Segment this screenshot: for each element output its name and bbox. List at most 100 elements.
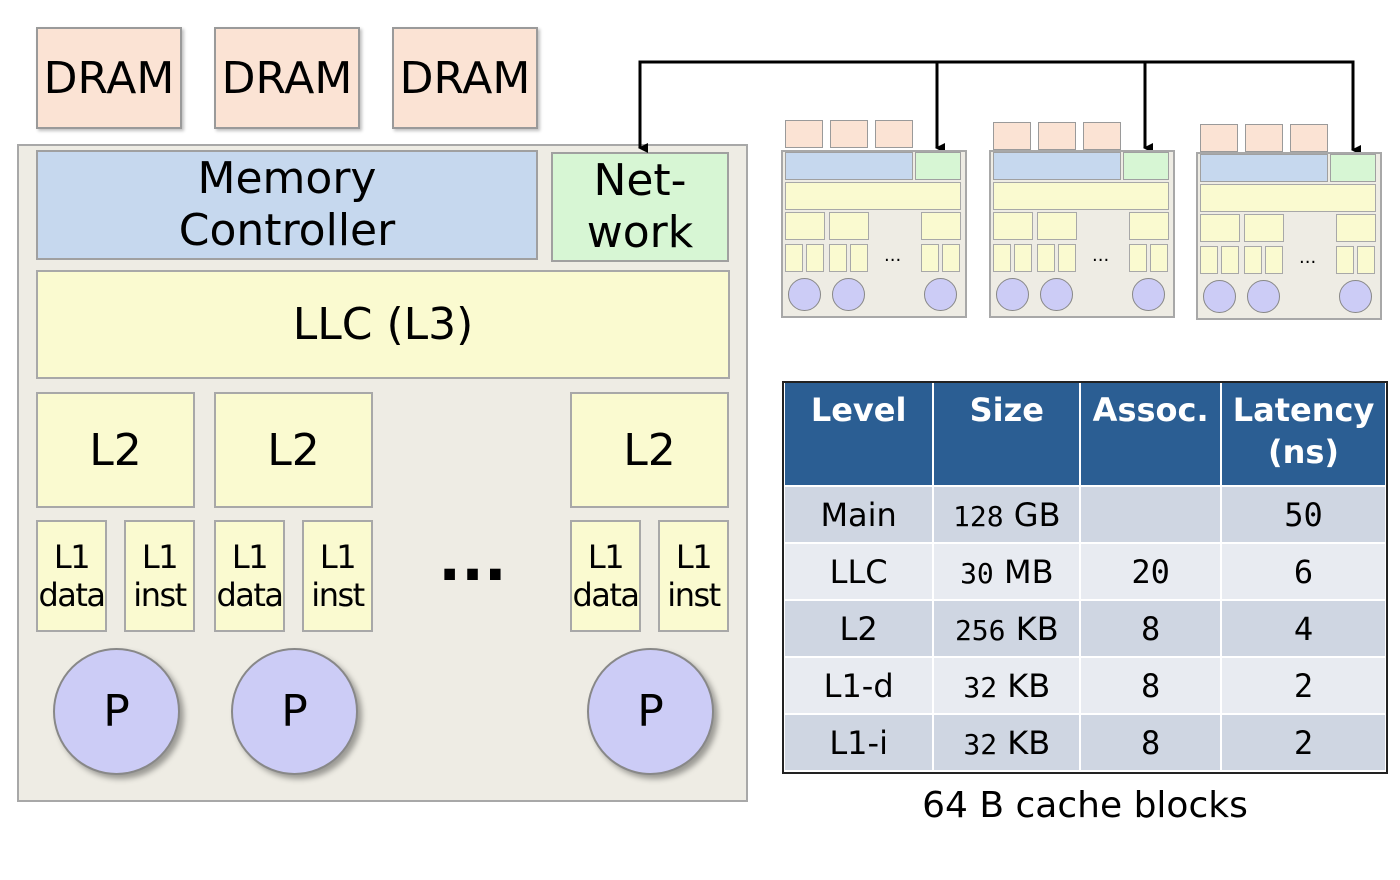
header-assoc: Assoc. [1079,381,1222,487]
mini-ellipsis: ... [1092,245,1110,266]
l2-cache-2: L2 [214,392,373,508]
table-row: Main 128 GB 50 [782,485,1387,544]
l1-label: L1 [675,538,713,576]
cell-level: L2 [782,599,935,658]
cell-assoc: 8 [1079,656,1222,715]
l1-label: L1 [231,538,269,576]
memory-controller: Memory Controller [36,150,538,260]
mini-processor [1203,280,1236,313]
l1-data-label: data [216,576,284,614]
table-header-row: Level Size Assoc. Latency (ns) [782,381,1387,487]
processor-core-2: P [231,648,358,775]
mini-processor [1040,278,1073,311]
memory-controller-label: Memory Controller [178,153,396,256]
header-latency: Latency (ns) [1220,381,1387,487]
dram-module-2: DRAM [214,27,360,129]
l2-cache-3: L2 [570,392,729,508]
cell-level: LLC [782,542,935,601]
cache-block-caption: 64 B cache blocks [922,784,1248,826]
mini-dram [1290,124,1328,152]
cache-hierarchy-table: Level Size Assoc. Latency (ns) Main 128 … [782,381,1387,772]
processor-core-3: P [587,648,714,775]
dram-module-3: DRAM [392,27,538,129]
mini-dram [1083,122,1121,150]
mini-network [1123,152,1169,180]
mini-l2 [1129,212,1169,240]
dram-module-1: DRAM [36,27,182,129]
cell-latency: 4 [1220,599,1387,658]
mini-dram [785,120,823,148]
mini-memory-controller [1200,154,1328,182]
l1-label: L1 [319,538,357,576]
network-interface: Net- work [551,152,729,262]
mini-dram [875,120,913,148]
mini-processor [996,278,1029,311]
size-unit: MB [1003,552,1054,591]
mini-l1 [1357,246,1375,274]
mini-processor [1132,278,1165,311]
mini-l1 [829,244,847,272]
mini-ellipsis: ... [884,245,902,266]
l1-label: L1 [53,538,91,576]
cell-assoc: 8 [1079,713,1222,772]
mini-dram [1200,124,1238,152]
mini-chip-1: ... [781,120,967,320]
mini-llc [785,182,961,210]
table-row: L2 256 KB 8 4 [782,599,1387,658]
size-number: 30 [960,556,994,590]
size-number: 256 [954,613,1006,647]
mini-l1 [806,244,824,272]
mini-l1 [1129,244,1147,272]
mini-processor [924,278,957,311]
mini-l1 [921,244,939,272]
mini-processor [1247,280,1280,313]
header-level: Level [782,381,935,487]
cell-size: 32 KB [932,713,1082,772]
mini-processor [1339,280,1372,313]
mini-l1 [1244,246,1262,274]
size-unit: KB [1015,609,1059,648]
mini-l1 [1336,246,1354,274]
size-unit: GB [1013,495,1061,534]
mini-l1 [1058,244,1076,272]
mini-l1 [993,244,1011,272]
cell-size: 128 GB [932,485,1082,544]
cell-level: L1-d [782,656,935,715]
header-size: Size [932,381,1082,487]
cell-size: 256 KB [932,599,1082,658]
network-label-line2: work [586,207,694,258]
mini-dram [830,120,868,148]
size-number: 32 [963,670,998,704]
mini-l1 [850,244,868,272]
cell-latency: 6 [1220,542,1387,601]
mini-l1 [1037,244,1055,272]
mini-chip-3: ... [1196,122,1382,322]
mini-l2 [1200,214,1240,242]
mini-l1 [785,244,803,272]
cell-size: 32 KB [932,656,1082,715]
table-row: LLC 30 MB 20 6 [782,542,1387,601]
processor-core-1: P [53,648,180,775]
mini-dram [1038,122,1076,150]
cell-level: Main [782,485,935,544]
mini-ellipsis: ... [1299,247,1317,268]
mini-l2 [1244,214,1284,242]
l1-data-label: data [572,576,640,614]
l1-inst-label: inst [667,576,721,614]
mini-l2 [1037,212,1077,240]
size-number: 128 [953,499,1004,533]
cell-size: 30 MB [932,542,1082,601]
mini-memory-controller [785,152,913,180]
l1-inst-label: inst [133,576,187,614]
size-unit: KB [1007,666,1051,705]
mini-l1 [1265,246,1283,274]
mini-llc [1200,184,1376,212]
mini-chip-2: ... [989,120,1175,320]
mini-l2 [993,212,1033,240]
mini-network [915,152,961,180]
